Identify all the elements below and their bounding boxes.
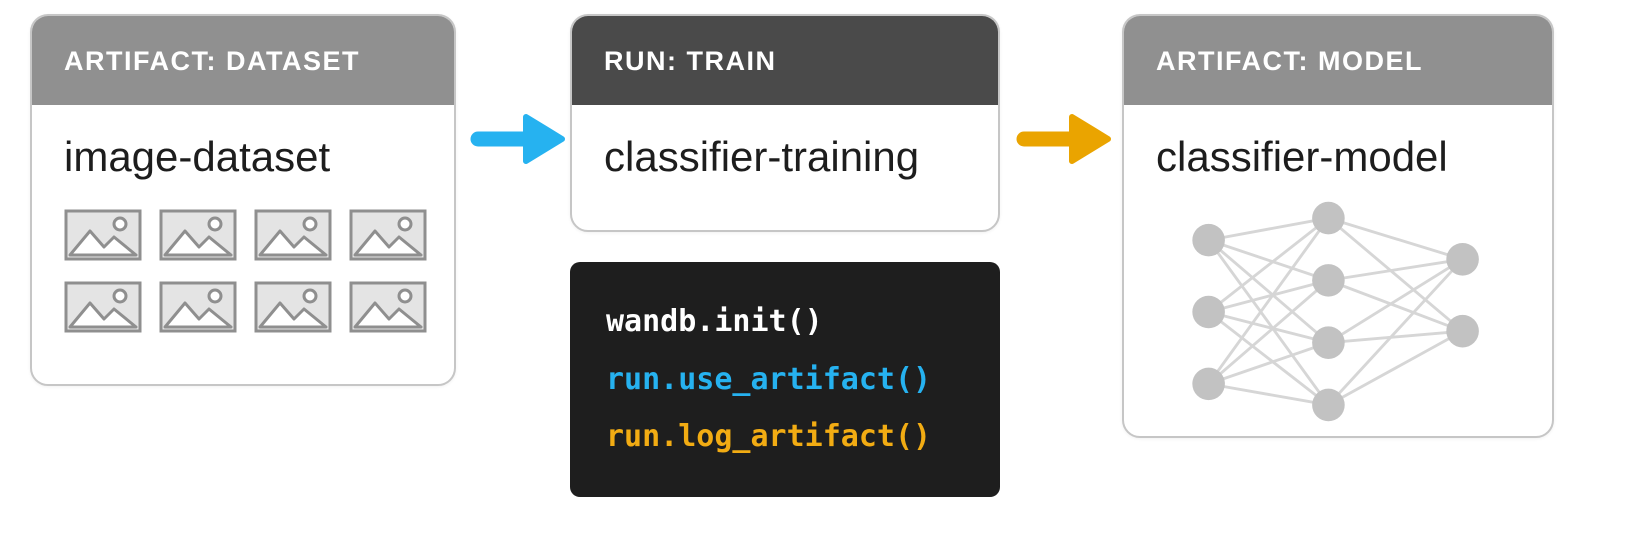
image-thumbnail-icon — [349, 281, 427, 333]
code-snippet-block: wandb.init() run.use_artifact() run.log_… — [570, 262, 1000, 497]
code-line-wandb-init: wandb.init() — [606, 304, 823, 339]
image-thumbnail-icon — [64, 209, 142, 261]
arrow-run-to-model-icon — [1016, 114, 1111, 164]
artifact-model-card: ARTIFACT: MODEL classifier-model — [1122, 14, 1554, 438]
image-thumbnail-icon — [254, 209, 332, 261]
image-thumbnail-icon — [64, 281, 142, 333]
code-line-log-artifact: run.log_artifact() — [606, 419, 932, 454]
run-train-card: RUN: TRAIN classifier-training — [570, 14, 1000, 232]
artifact-model-title: classifier-model — [1156, 133, 1448, 180]
image-thumbnail-icon — [159, 209, 237, 261]
artifact-dataset-header: ARTIFACT: DATASET — [32, 16, 454, 105]
artifact-dataset-title: image-dataset — [64, 133, 331, 180]
image-thumbnail-icon — [349, 209, 427, 261]
neural-network-icon — [1192, 201, 1479, 422]
run-train-title: classifier-training — [604, 133, 920, 180]
code-line-use-artifact: run.use_artifact() — [606, 361, 932, 397]
image-thumbnail-grid — [32, 191, 454, 333]
arrow-dataset-to-run-icon — [470, 114, 565, 164]
artifact-model-header: ARTIFACT: MODEL — [1124, 16, 1552, 105]
artifact-dataset-card: ARTIFACT: DATASET image-dataset — [30, 14, 456, 386]
neural-network-graphic-wrap — [1124, 191, 1552, 427]
image-thumbnail-icon — [159, 281, 237, 333]
run-train-header: RUN: TRAIN — [572, 16, 998, 105]
image-thumbnail-icon — [254, 281, 332, 333]
